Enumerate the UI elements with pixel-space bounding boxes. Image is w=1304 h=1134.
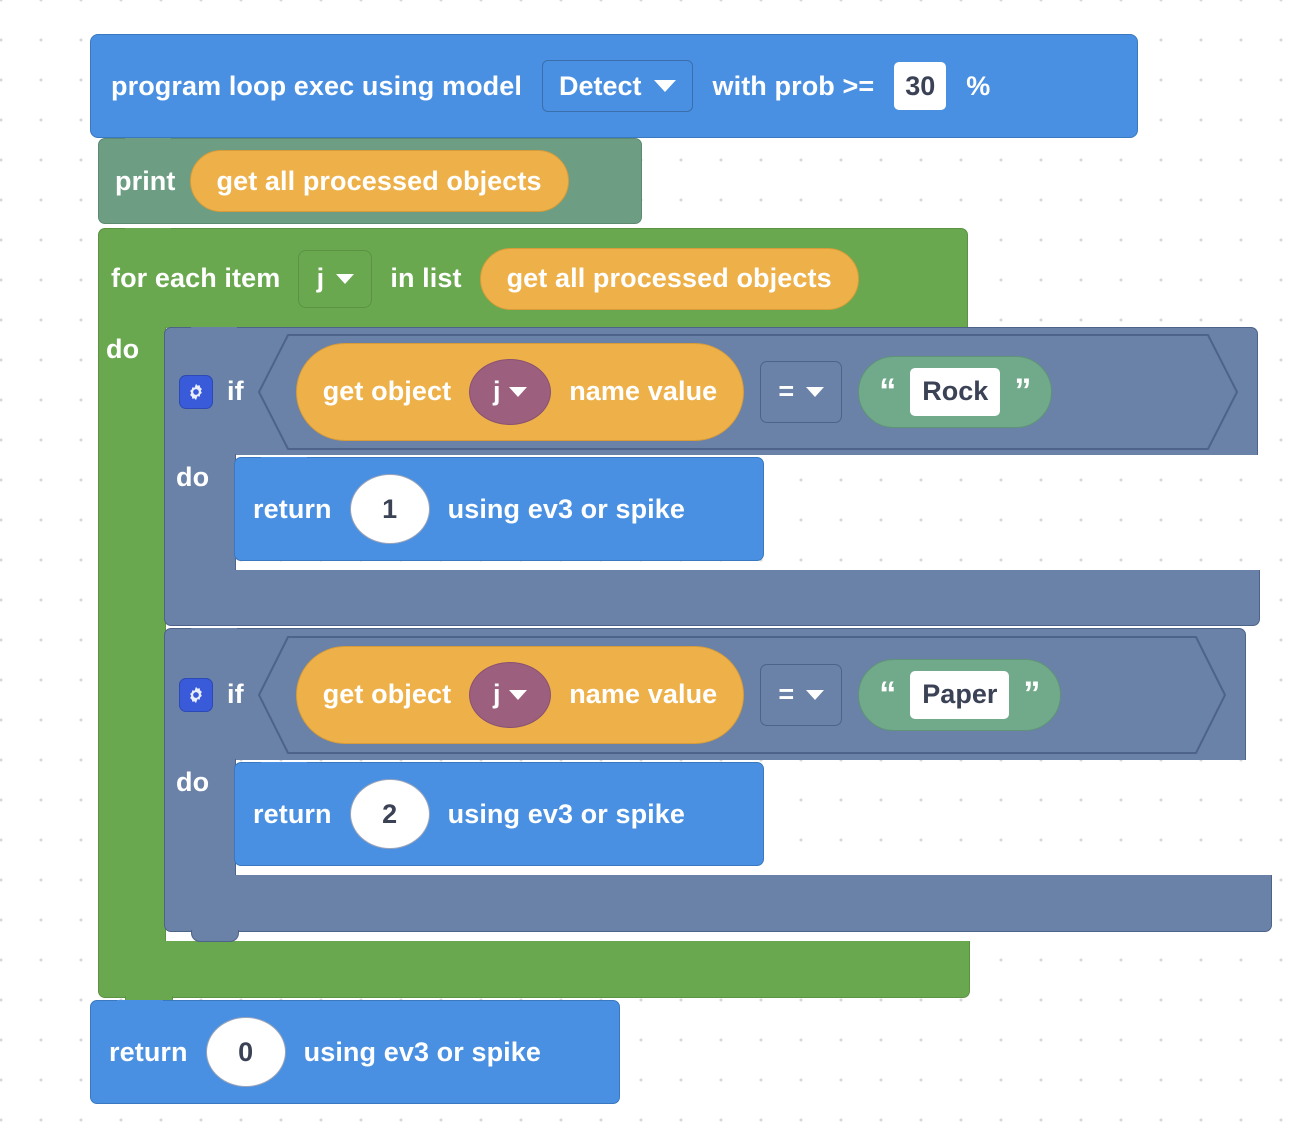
if-2-bottom-notch: [191, 930, 239, 942]
if-2-do-label: do: [176, 767, 210, 797]
gear-icon[interactable]: [179, 677, 213, 712]
if-block-1-header[interactable]: if get object j name value =: [164, 327, 1258, 455]
if-block-2-bottom-bar: [164, 875, 1272, 942]
return-1-notch: [261, 457, 307, 468]
get-object-name-value-reporter-2[interactable]: get object j name value: [295, 645, 745, 744]
return-block-2[interactable]: return 2 using ev3 or spike: [234, 762, 764, 866]
close-quote-icon: ”: [1014, 372, 1032, 411]
if-2-condition-socket[interactable]: get object j name value = “ Paper ”: [257, 635, 1226, 754]
final-return-value-input[interactable]: 0: [205, 1017, 286, 1087]
if-block-2-left-spine: [164, 759, 236, 876]
final-return-label: return: [109, 1036, 188, 1067]
percent-unit-label: %: [966, 70, 991, 101]
return-2-label: return: [253, 798, 332, 829]
return-1-value-input[interactable]: 1: [349, 474, 430, 544]
for-each-variable-dropdown[interactable]: j: [298, 249, 373, 308]
open-quote-icon: “: [879, 372, 897, 411]
probability-input[interactable]: 30: [894, 62, 947, 110]
if-1-condition-socket[interactable]: get object j name value = “ Rock ”: [257, 333, 1238, 450]
with-prob-label: with prob >=: [712, 70, 875, 101]
final-return-suffix-label: using ev3 or spike: [303, 1036, 542, 1067]
in-list-label: in list: [390, 263, 462, 293]
get-object-suffix-label: name value: [569, 376, 718, 406]
text-block-1[interactable]: “ Rock ”: [858, 355, 1053, 428]
if-1-do-label: do: [176, 462, 210, 492]
object-variable-dropdown-2[interactable]: j: [469, 661, 552, 728]
text-block-2[interactable]: “ Paper ”: [858, 658, 1062, 731]
gear-icon[interactable]: [179, 374, 213, 409]
text-value-input-1[interactable]: Rock: [910, 367, 1001, 416]
return-2-value-input[interactable]: 2: [349, 779, 430, 849]
text-value-input-2[interactable]: Paper: [910, 670, 1010, 719]
return-1-suffix-label: using ev3 or spike: [447, 493, 686, 524]
object-variable-value: j: [492, 679, 501, 709]
for-each-notch: [125, 228, 171, 239]
if-block-1-bottom-bar: [164, 570, 1260, 626]
for-each-bottom-bar: [98, 941, 970, 1008]
for-each-block-header[interactable]: for each item j in list get all processe…: [98, 228, 968, 328]
reporter-label: get all processed objects: [506, 263, 832, 293]
if-block-1-left-spine: [164, 454, 236, 571]
if-block-2-header[interactable]: if get object j name value =: [164, 628, 1246, 760]
return-1-label: return: [253, 493, 332, 524]
for-each-left-spine: [98, 327, 166, 942]
get-object-suffix-label: name value: [569, 679, 718, 709]
reporter-label: get all processed objects: [216, 165, 542, 196]
object-variable-dropdown-1[interactable]: j: [469, 358, 552, 425]
for-each-variable-value: j: [316, 263, 325, 293]
get-object-name-value-reporter-1[interactable]: get object j name value: [295, 342, 745, 441]
return-block-1[interactable]: return 1 using ev3 or spike: [234, 457, 764, 561]
if-1-label: if: [227, 376, 244, 406]
object-variable-value: j: [492, 376, 501, 406]
chevron-down-icon: [509, 386, 528, 397]
chevron-down-icon: [806, 386, 825, 397]
get-object-prefix-label: get object: [322, 376, 452, 406]
print-label: print: [115, 165, 176, 196]
final-return-notch: [117, 1000, 163, 1011]
program-loop-exec-block[interactable]: program loop exec using model Detect wit…: [90, 34, 1138, 138]
if-2-notch: [191, 628, 237, 639]
print-block[interactable]: print get all processed objects: [98, 138, 642, 224]
open-quote-icon: “: [879, 675, 897, 714]
final-return-block[interactable]: return 0 using ev3 or spike: [90, 1000, 620, 1104]
model-dropdown[interactable]: Detect: [541, 60, 693, 112]
print-notch: [125, 138, 171, 149]
comparison-operator-dropdown-1[interactable]: =: [760, 360, 843, 423]
comparison-operator-value: =: [778, 679, 795, 709]
for-each-do-label: do: [106, 334, 140, 364]
chevron-down-icon: [509, 689, 528, 700]
chevron-down-icon: [653, 80, 676, 92]
chevron-down-icon: [336, 273, 355, 284]
program-block-label: program loop exec using model: [111, 70, 522, 101]
return-2-suffix-label: using ev3 or spike: [447, 798, 686, 829]
for-each-label: for each item: [111, 263, 281, 293]
comparison-operator-value: =: [778, 376, 795, 406]
if-1-notch: [191, 327, 237, 338]
chevron-down-icon: [806, 689, 825, 700]
comparison-operator-dropdown-2[interactable]: =: [760, 663, 843, 726]
return-2-notch: [261, 762, 307, 773]
close-quote-icon: ”: [1023, 675, 1041, 714]
model-dropdown-value: Detect: [558, 70, 642, 101]
for-each-list-reporter[interactable]: get all processed objects: [479, 247, 859, 310]
if-2-label: if: [227, 679, 244, 709]
get-all-processed-objects-reporter[interactable]: get all processed objects: [189, 150, 569, 212]
get-object-prefix-label: get object: [322, 679, 452, 709]
